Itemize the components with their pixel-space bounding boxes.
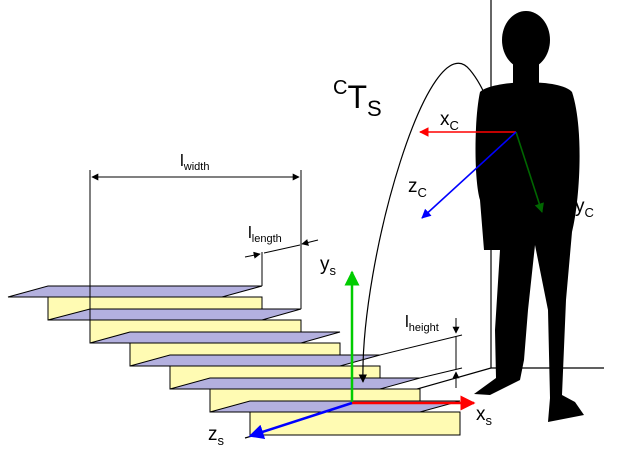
stairs-z-label: zs: [208, 424, 225, 448]
stairs-z-axis: [248, 401, 353, 439]
step-tread: [129, 354, 381, 367]
width-label: lwidth: [180, 151, 209, 173]
step-tread: [89, 331, 341, 344]
length-dimension: [244, 239, 319, 286]
height-dimension: [379, 318, 463, 388]
camera-z-axis: [421, 131, 517, 219]
step-tread: [47, 308, 302, 321]
staircase: [7, 285, 461, 436]
transform-label: CTS: [333, 77, 382, 121]
camera-x-label: xC: [440, 109, 459, 133]
step-tread: [169, 377, 421, 390]
length-label: llength: [248, 223, 282, 245]
height-label: lheight: [405, 312, 439, 334]
transform-arc: [358, 62, 491, 383]
stairs-frame-axes: [248, 270, 476, 439]
camera-z-label: zC: [408, 176, 427, 200]
stairs-y-label: ys: [320, 254, 337, 278]
width-dimension: [89, 170, 302, 320]
person-silhouette: [474, 11, 584, 422]
step-riser: [249, 411, 461, 436]
stairs-x-label: xs: [476, 404, 493, 428]
camera-frame-axes: [419, 127, 544, 219]
camera-y-label: yC: [575, 196, 594, 220]
step-tread: [7, 285, 263, 298]
camera-y-axis: [515, 131, 544, 213]
